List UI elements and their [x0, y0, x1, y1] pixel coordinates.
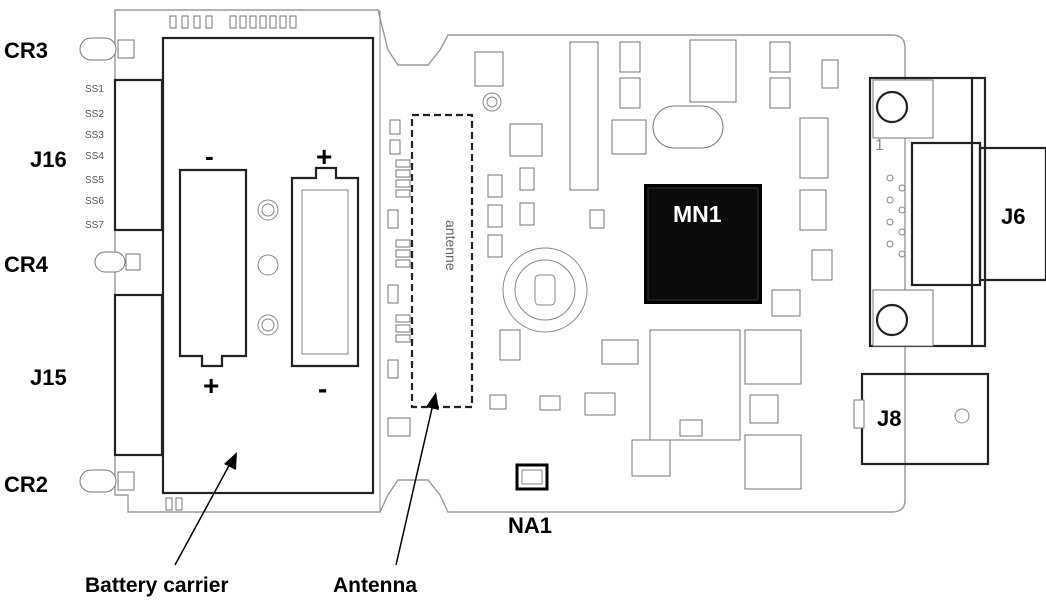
top-components: [474, 39, 839, 258]
antenna-arrow: [395, 392, 439, 566]
ss6-label: SS6: [85, 196, 104, 207]
mn1-chip-inner: [647, 187, 759, 301]
ss7-label: SS7: [85, 220, 104, 231]
battery-carrier-label: Battery carrier: [85, 574, 229, 597]
antenna-side-components: [387, 119, 411, 437]
na1-chip-inner: [521, 469, 543, 485]
j6-label: J6: [1001, 204, 1025, 229]
cr2-label: CR2: [4, 472, 48, 497]
j16-connector: [113, 78, 164, 232]
j15-connector: [113, 293, 164, 457]
ss5-label: SS5: [85, 175, 104, 186]
j15-label: J15: [30, 365, 67, 390]
battery-carrier-resistor-row: [165, 15, 297, 511]
cr4-led: [94, 251, 141, 273]
trimmer-pot: [502, 247, 588, 333]
mid-right-components: [489, 249, 833, 490]
j6-connector: [868, 76, 1046, 348]
battery-carrier-outline: [161, 36, 375, 495]
cr3-led: [79, 37, 135, 61]
na1-label: NA1: [508, 513, 552, 538]
battery-plus-bottom: +: [203, 370, 219, 401]
antenne-silkscreen: antenne: [443, 220, 459, 271]
ss3-label: SS3: [85, 130, 104, 141]
pin1-marker: 1: [875, 137, 884, 154]
j8-connector: [853, 372, 990, 466]
ss2-label: SS2: [85, 109, 104, 120]
cr2-led: [79, 469, 135, 493]
battery-plus-top: +: [316, 141, 332, 172]
cr4-label: CR4: [4, 252, 49, 277]
cr3-label: CR3: [4, 38, 48, 63]
ss-pin-labels: SS1 SS2 SS3 SS4 SS5 SS6 SS7: [85, 84, 104, 231]
ss4-label: SS4: [85, 151, 104, 162]
battery-minus-bottom: -: [318, 373, 327, 404]
battery-cell-right: [290, 166, 360, 368]
battery-cell-left: [178, 168, 248, 368]
antenna-label: Antenna: [333, 574, 417, 597]
j8-label: J8: [877, 406, 901, 431]
j16-label: J16: [30, 147, 67, 172]
battery-contact-rings: [257, 199, 279, 336]
mn1-label: MN1: [673, 201, 722, 227]
battery-minus-top: -: [205, 141, 214, 171]
battery-carrier-arrow: [174, 452, 237, 566]
ss1-label: SS1: [85, 84, 104, 95]
